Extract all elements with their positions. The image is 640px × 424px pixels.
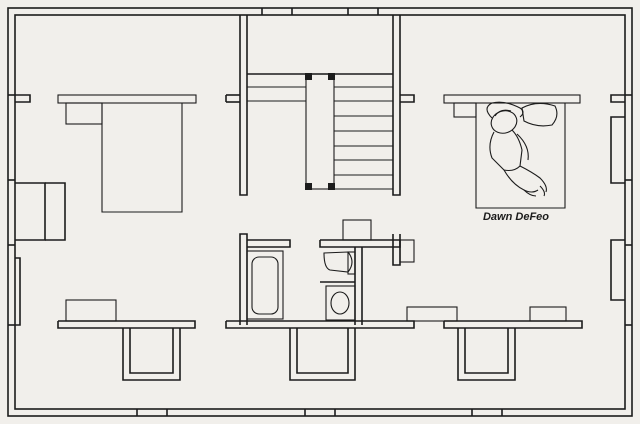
figure-outline — [486, 101, 558, 197]
right-bedroom — [443, 94, 581, 209]
bathroom — [239, 219, 415, 325]
bottom-closets — [57, 299, 583, 381]
left-bedroom — [57, 94, 197, 213]
windows — [8, 8, 632, 416]
exterior-walls — [7, 7, 633, 417]
interior-walls — [15, 15, 625, 326]
stairwell — [247, 73, 393, 190]
figure-label: Dawn DeFeo — [482, 211, 549, 223]
